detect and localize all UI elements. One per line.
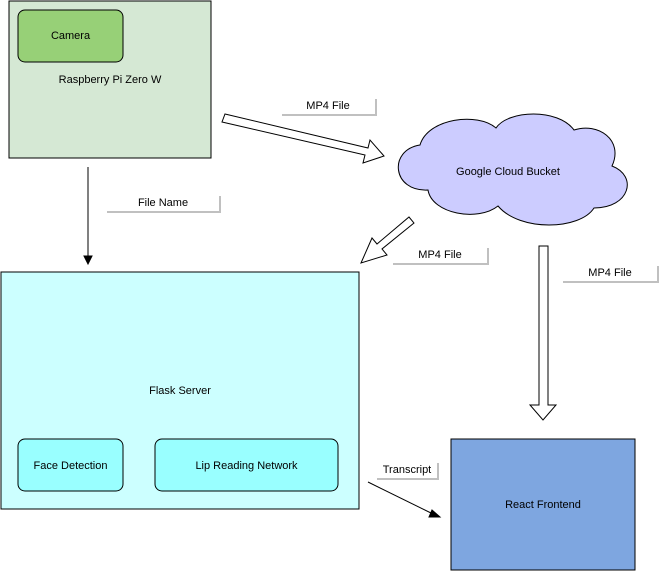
lip-reading-network-box: [154, 438, 339, 492]
google-cloud-bucket-shape: [397, 113, 628, 226]
react-frontend-label: React Frontend: [505, 499, 581, 511]
edge-label-cloud-to-flask: MP4 File: [418, 249, 461, 261]
camera-label: Camera: [51, 30, 91, 42]
edge-label-pi-to-cloud: MP4 File: [306, 100, 349, 112]
face-detection-box: [17, 438, 124, 492]
pi-to-cloud-arrow: [221, 113, 385, 164]
edge-label-pi-to-cloud-underline: [282, 99, 377, 116]
edge-label-cloud-to-react: MP4 File: [588, 267, 631, 279]
edge-label-flask-to-react: Transcript: [383, 464, 432, 476]
edge-label-cloud-to-flask-underline: [393, 248, 489, 265]
flask-server-label: Flask Server: [149, 385, 211, 397]
lip-reading-network-label: Lip Reading Network: [195, 460, 298, 472]
edge-label-cloud-to-react-underline: [563, 266, 659, 283]
camera-box: [17, 9, 124, 63]
edge-label-pi-to-flask: File Name: [138, 197, 188, 209]
face-detection-label: Face Detection: [34, 460, 108, 472]
pi-to-flask-arrow-head: [83, 255, 93, 266]
cloud-to-flask-arrow: [360, 216, 415, 264]
cloud-to-react-arrow: [528, 245, 558, 421]
react-frontend-box: [450, 438, 636, 571]
edge-label-flask-to-react-underline: [377, 463, 439, 480]
flask-to-react-arrow-line: [367, 481, 434, 515]
edge-label-pi-to-flask-underline: [107, 196, 221, 213]
raspberry-pi-label: Raspberry Pi Zero W: [59, 74, 162, 86]
flask-to-react-arrow-head: [428, 509, 442, 518]
google-cloud-bucket-label: Google Cloud Bucket: [456, 166, 560, 178]
